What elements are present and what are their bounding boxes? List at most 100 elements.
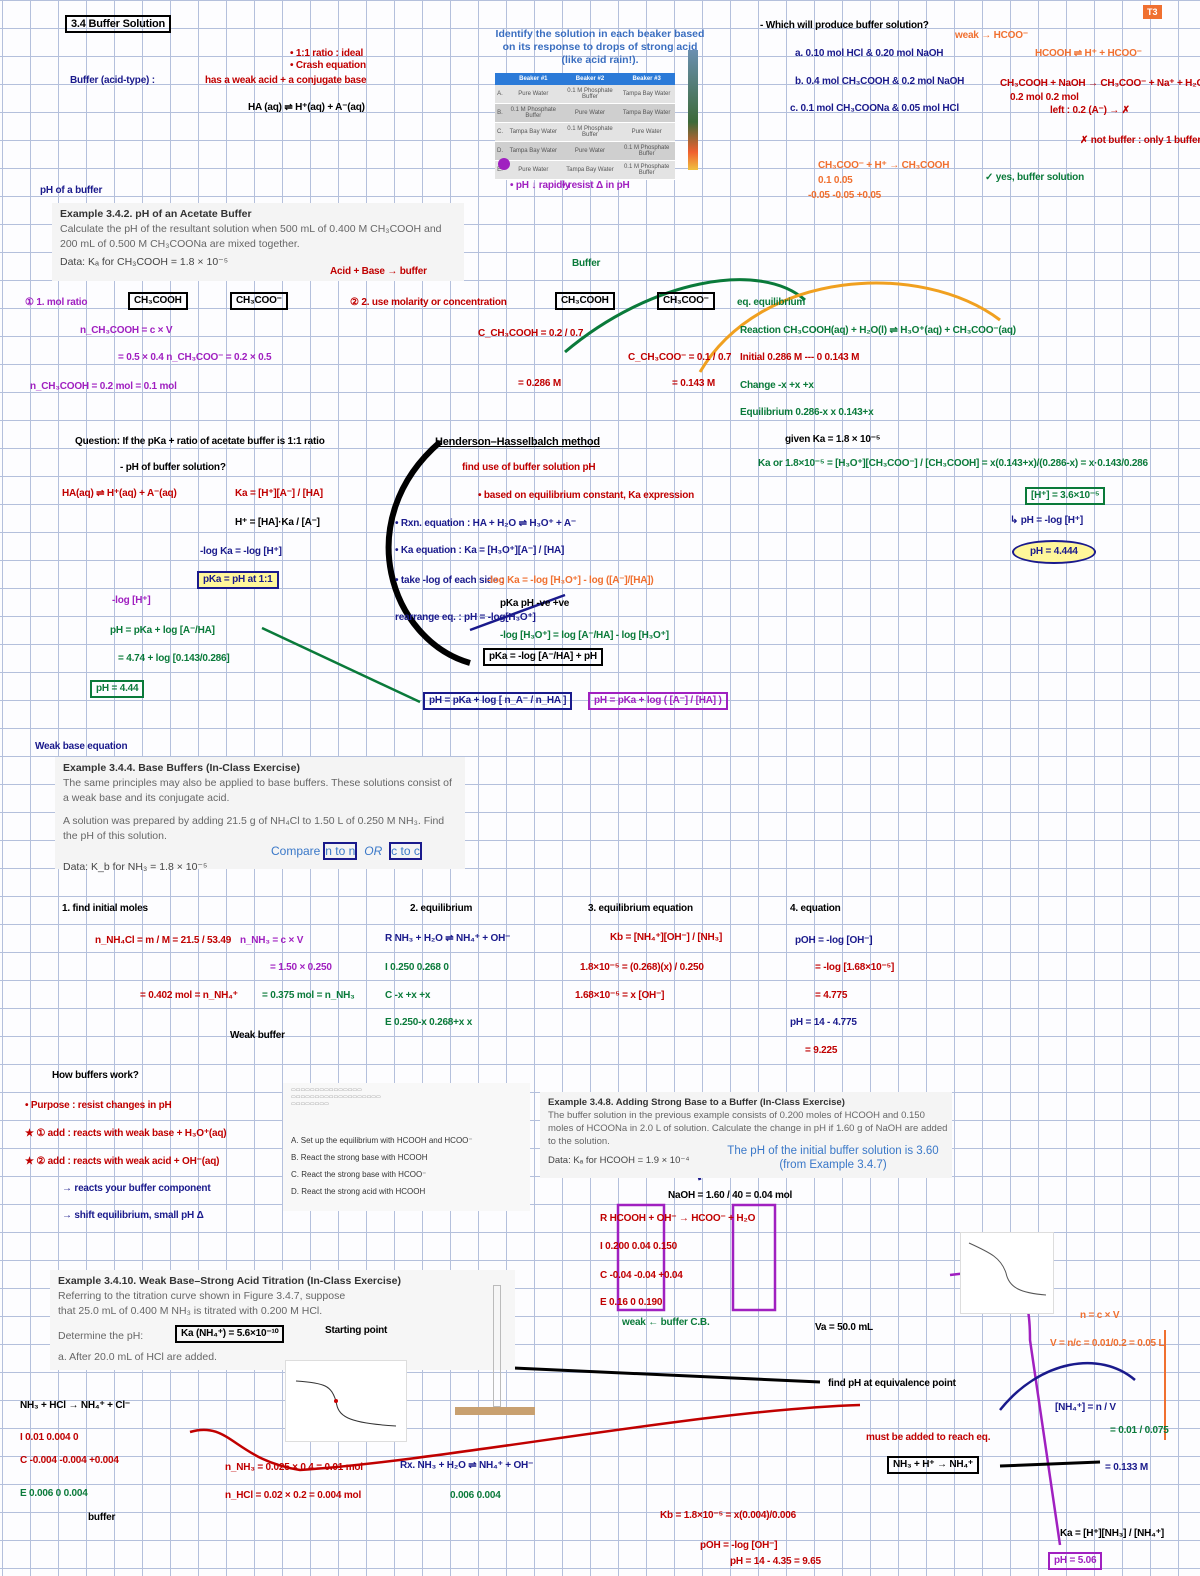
arrow-stroke [261,626,421,704]
handwritten-note: Ka (NH₄⁺) = 5.6×10⁻¹⁰ [175,1325,285,1343]
handwritten-note: E 0.250-x 0.268+x x [385,1017,473,1028]
example-data: Data: Kₐ for HCOOH = 1.9 × 10⁻⁴ [548,1155,690,1166]
handwritten-note: Starting point [325,1325,388,1336]
beaker-table-cell: 0.1 M Phosphate Buffer [505,103,562,123]
handwritten-note: HA(aq) ⇌ H⁺(aq) + A⁻(aq) [62,488,177,499]
beaker-table-cell: Pure Water [505,85,562,104]
beaker-table-cell: Tampa Bay Water [505,122,562,142]
handwritten-note: 0.2 mol 0.2 mol [1010,92,1079,103]
titration-graph-thumbnail [960,1232,1054,1314]
handwritten-note: pH = pKa + log ( [A⁻] / [HA] ) [588,692,728,710]
handwritten-note: 0.1 0.05 [818,175,853,186]
handwritten-note: C -x +x +x [385,990,431,1001]
compare-row: Compare n to n OR c to c [271,842,457,860]
beaker-table-cell: 0.1 M Phosphate Buffer [618,141,675,161]
handwritten-note: weak ← buffer C.B. [622,1317,710,1328]
handwritten-note: = 0.143 M [672,378,715,389]
example-3-4-8-card: Example 3.4.8. Adding Strong Base to a B… [540,1092,952,1178]
handwritten-note: ✓ yes, buffer solution [985,172,1084,183]
handwritten-note: → reacts your buffer component [62,1183,211,1194]
handwritten-note: NH₃ + H⁺ → NH₄⁺ [887,1456,980,1474]
handwritten-note: Kb = 1.8×10⁻⁵ = x(0.004)/0.006 [660,1510,797,1521]
handwritten-note: Henderson–Hasselbalch method [435,436,600,448]
handwritten-note: • resist Δ in pH [562,180,630,191]
handwritten-note: pH = pKa + log [A⁻/HA] [110,625,215,636]
handwritten-note: rearrange eq. : pH = -log[H₃O⁺] [395,612,536,623]
handwritten-note: • Crash equation [290,60,366,71]
beaker-table-cell: Tampa Bay Water [618,103,675,123]
handwritten-note: = 0.01 / 0.075 [1110,1425,1169,1436]
example-3-4-8-thumbnail: ▭▭▭▭▭▭▭▭▭▭▭▭▭▭▭▭▭▭▭▭▭▭▭▭▭▭▭▭▭▭▭▭▭▭▭▭▭▭▭▭… [283,1083,530,1211]
handwritten-note: pH = 14 - 4.35 = 9.65 [730,1556,821,1567]
handwritten-note: = 4.74 + log [0.143/0.286] [118,653,230,664]
handwritten-note: ① 1. mol ratio [25,297,88,308]
handwritten-note: ↳ pH = -log [H⁺] [1010,515,1083,526]
example-body: Referring to the titration curve shown i… [58,1290,346,1317]
handwritten-note: Buffer (acid-type) : [70,75,155,86]
example-body: The buffer solution in the previous exam… [548,1110,948,1147]
badge: T3 [1143,5,1162,19]
example-title: Example 3.4.8. Adding Strong Base to a B… [548,1097,845,1108]
handwritten-note: Weak base equation [35,741,128,752]
beaker-question-title: Identify the solution in each beaker bas… [495,28,705,66]
handwritten-note: R NH₃ + H₂O ⇌ NH₄⁺ + OH⁻ [385,933,511,944]
beaker-table-cell: C. [495,122,505,142]
handwritten-note: • pH ↓ rapidly [510,180,571,191]
handwritten-note: find use of buffer solution pH [462,462,596,473]
handwritten-note: 3.4 Buffer Solution [65,15,171,33]
handwritten-note: pKa = pH at 1:1 [197,571,279,589]
handwritten-note: = 0.286 M [518,378,561,389]
example-3-4-10-card: Example 3.4.10. Weak Base–Strong Acid Ti… [50,1270,515,1370]
handwritten-note: -0.05 -0.05 +0.05 [808,190,882,201]
handwritten-note: E 0.16 0 0.190 [600,1297,663,1308]
handwritten-note: pH of a buffer [40,185,103,196]
handwritten-note: n_CH₃COOH = c × V [80,325,173,336]
arrow-stroke [999,1460,1101,1468]
handwritten-note: C_CH₃COO⁻ = 0.1 / 0.7 [628,352,732,363]
handwritten-note: C -0.04 -0.04 +0.04 [600,1270,683,1281]
beaker-table-header: Beaker #2 [561,73,619,85]
handwritten-note: R HCOOH + OH⁻ → HCOO⁻ + H₂O [600,1213,756,1224]
handwritten-note: HCOOH ⇌ H⁺ + HCOO⁻ [1035,48,1142,59]
handwritten-note: 2. equilibrium [410,903,473,914]
example-part-a: a. After 20.0 mL of HCl are added. [58,1351,217,1363]
handwritten-note: Rx. NH₃ + H₂O ⇌ NH₄⁺ + OH⁻ [400,1460,534,1471]
compare-label: Compare [271,844,321,858]
example-title: Example 3.4.10. Weak Base–Strong Acid Ti… [58,1275,401,1287]
handwritten-note: How buffers work? [52,1070,139,1081]
beaker-table-cell: Pure Water [505,160,562,180]
example-3-4-2-card: Example 3.4.2. pH of an Acetate Buffer C… [52,203,464,281]
handwritten-note: n_NH₃ = 0.025 × 0.4 = 0.01 mol [225,1462,363,1473]
handwritten-note: Reaction CH₃COOH(aq) + H₂O(l) ⇌ H₃O⁺(aq)… [740,325,1016,336]
handwritten-note: -log [H⁺] [112,595,151,606]
beaker-table-cell: E. [495,160,505,180]
handwritten-note: pH = 5.06 [1048,1552,1103,1570]
option-e-circle-icon [498,158,510,170]
handwritten-note: CH₃COOH [555,292,615,310]
handwritten-note: - pH of buffer solution? [120,462,226,473]
handwritten-note: ② 2. use molarity or concentration [350,297,507,308]
handwritten-note: Equilibrium 0.286-x x 0.143+x [740,407,874,418]
handwritten-note: CH₃COO⁻ [657,292,715,310]
beaker-table-cell: Tampa Bay Water [505,141,562,161]
handwritten-note: ★ ① add : reacts with weak base + H₃O⁺(a… [25,1128,227,1139]
handwritten-note: pOH = -log [OH⁻] [795,935,873,946]
handwritten-note: Buffer [572,258,601,269]
handwritten-note: b. 0.4 mol CH₃COOH & 0.2 mol NaOH [795,76,965,87]
c-to-c-box: c to c [389,842,422,860]
handwritten-note: → shift equilibrium, small pH Δ [62,1210,204,1221]
handwritten-note: buffer [88,1512,116,1523]
handwritten-note: - Which will produce buffer solution? [760,20,929,31]
initial-ph-note: The pH of the initial buffer solution is… [727,1145,939,1171]
beaker-table-header: Beaker #1 [505,73,562,85]
handwritten-note: = -log [1.68×10⁻⁵] [815,962,895,973]
handwritten-note: • based on equilibrium constant, Ka expr… [478,490,695,501]
answer-choice: C. React the strong base with HCOO⁻ [291,1170,427,1179]
handwritten-note: E 0.006 0 0.004 [20,1488,88,1499]
answer-choice: B. React the strong base with HCOOH [291,1153,428,1162]
handwritten-note: -log [H₃O⁺] = log [A⁻/HA] - log [H₃O⁺] [500,630,669,641]
handwritten-note: pH = 14 - 4.775 [790,1017,857,1028]
arrow-stroke [564,278,806,354]
